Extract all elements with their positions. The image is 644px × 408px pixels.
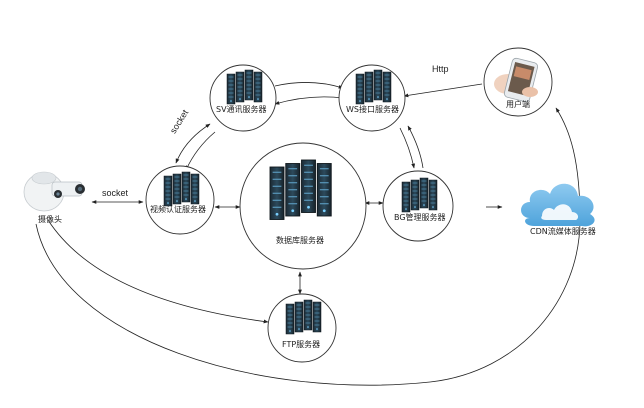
edge-ws-bg-1 [399,127,416,169]
node-label-ws: WS接口服务器 [346,105,399,114]
edge-user-ws [403,83,483,98]
edge-sv-ws-top [274,82,344,89]
edge-label-socket-horizontal: socket [102,188,129,198]
edge-ws-sv-bottom [274,96,344,105]
edge-camera-ftp [47,219,269,324]
node-label-camera: 摄像头 [38,215,62,224]
edge-bg-ws-2 [407,125,424,169]
edge-sv-videoauth [185,131,216,171]
node-label-ftp: FTP服务器 [282,340,321,349]
cloud-icon [521,183,595,227]
connections [35,82,581,386]
node-label-database: 数据库服务器 [276,236,324,245]
edge-label-http: Http [432,64,449,74]
node-circles [145,47,553,363]
node-label-user: 用户端 [506,100,530,109]
edge-videoauth-sv [175,123,211,164]
node-label-sv: SV通讯服务器 [216,105,267,114]
camera-icon [23,171,85,212]
edge-camera-user [35,107,581,386]
smartphone-icon [494,57,539,103]
node-label-bg: BG管理服务器 [394,213,446,222]
node-label-cdn: CDN流媒体服务器 [530,227,596,236]
node-label-video-auth: 视频认证服务器 [150,205,206,214]
